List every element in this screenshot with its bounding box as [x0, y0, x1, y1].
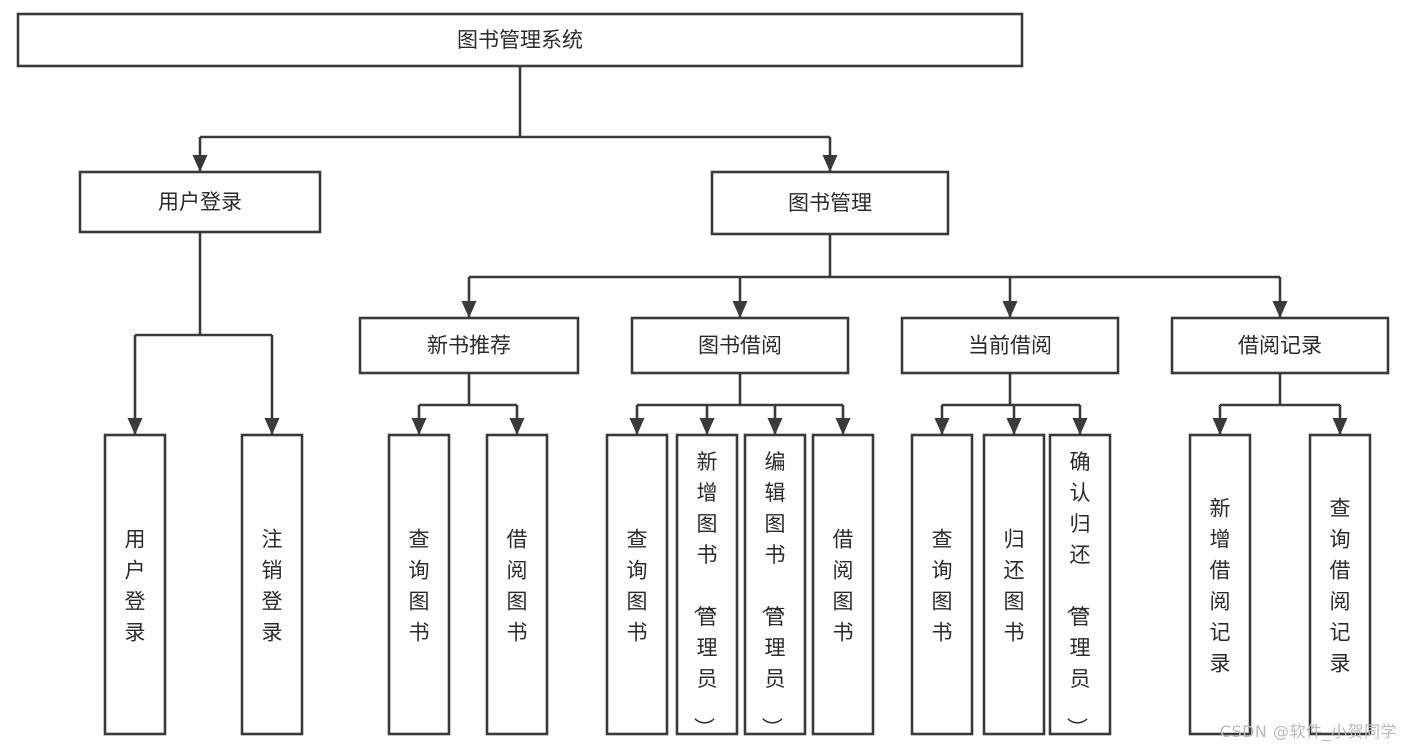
- node-leaf-borrow-book-1[interactable]: [485, 433, 549, 736]
- node-leaf-borrow-book-1-label: 借阅图书: [507, 528, 528, 645]
- arrow-head-icon: [509, 418, 525, 435]
- arrow-head-icon: [1072, 418, 1088, 435]
- arrow-head-icon: [767, 418, 783, 435]
- arrow-head-icon: [1212, 418, 1228, 435]
- arrow-head-icon: [411, 418, 427, 435]
- node-leaf-query-borrow-record-label: 查询借阅记录: [1330, 497, 1351, 676]
- node-leaf-edit-book-label: 编辑图书（管理员）: [760, 450, 786, 738]
- arrow-head-icon: [1002, 301, 1018, 318]
- node-leaf-query-book-1[interactable]: [387, 433, 451, 736]
- node-user-login-label: 用户登录: [158, 190, 242, 214]
- arrow-head-icon: [127, 418, 143, 435]
- node-leaf-confirm-return[interactable]: [1048, 433, 1112, 736]
- node-leaf-return-book[interactable]: [982, 433, 1046, 736]
- arrow-head-icon: [192, 155, 208, 172]
- node-leaf-add-borrow-record-label: 新增借阅记录: [1210, 497, 1231, 676]
- node-borrow-record-label: 借阅记录: [1238, 334, 1322, 358]
- node-book-borrow-label: 图书借阅: [698, 334, 782, 358]
- node-leaf-confirm-return-label: 确认归还（管理员）: [1065, 450, 1091, 738]
- node-leaf-query-book-2-label: 查询图书: [627, 528, 648, 645]
- arrow-head-icon: [629, 418, 645, 435]
- node-new-book-recommend-label: 新书推荐: [427, 334, 511, 358]
- arrow-head-icon: [461, 301, 477, 318]
- node-root-title-label: 图书管理系统: [457, 28, 583, 52]
- node-leaf-borrow-book-2[interactable]: [811, 433, 875, 736]
- node-current-borrow-label: 当前借阅: [968, 334, 1052, 358]
- arrow-head-icon: [1272, 301, 1288, 318]
- node-leaf-logout-login[interactable]: [240, 433, 304, 736]
- node-leaf-add-book-label: 新增图书（管理员）: [692, 450, 718, 738]
- arrow-head-icon: [1332, 418, 1348, 435]
- arrow-head-icon: [1006, 418, 1022, 435]
- node-leaf-query-borrow-record[interactable]: [1308, 433, 1372, 736]
- arrow-head-icon: [264, 418, 280, 435]
- arrow-head-icon: [934, 418, 950, 435]
- node-leaf-edit-book[interactable]: [743, 433, 807, 736]
- csdn-watermark: CSDN @软件_小贺同学: [1219, 722, 1397, 741]
- node-book-manage-label: 图书管理: [788, 191, 872, 215]
- node-leaf-query-book-3[interactable]: [910, 433, 974, 736]
- arrow-head-icon: [732, 301, 748, 318]
- node-leaf-query-book-1-label: 查询图书: [409, 528, 430, 645]
- node-leaf-borrow-book-2-label: 借阅图书: [833, 528, 854, 645]
- node-leaf-add-borrow-record[interactable]: [1188, 433, 1252, 736]
- arrow-head-icon: [822, 155, 838, 172]
- node-leaf-add-book[interactable]: [675, 433, 739, 736]
- arrow-head-icon: [835, 418, 851, 435]
- arrow-head-icon: [699, 418, 715, 435]
- node-leaf-user-login[interactable]: [103, 433, 167, 736]
- node-user-login[interactable]: [78, 170, 322, 234]
- node-leaf-logout-login-label: 注销登录: [262, 528, 283, 645]
- node-leaf-user-login-label: 用户登录: [125, 528, 146, 645]
- node-borrow-record[interactable]: [1170, 316, 1390, 375]
- node-leaf-query-book-2[interactable]: [605, 433, 669, 736]
- node-root-title[interactable]: [16, 12, 1024, 68]
- node-book-manage[interactable]: [710, 170, 950, 236]
- node-leaf-return-book-label: 归还图书: [1004, 528, 1025, 645]
- node-leaf-query-book-3-label: 查询图书: [932, 528, 953, 645]
